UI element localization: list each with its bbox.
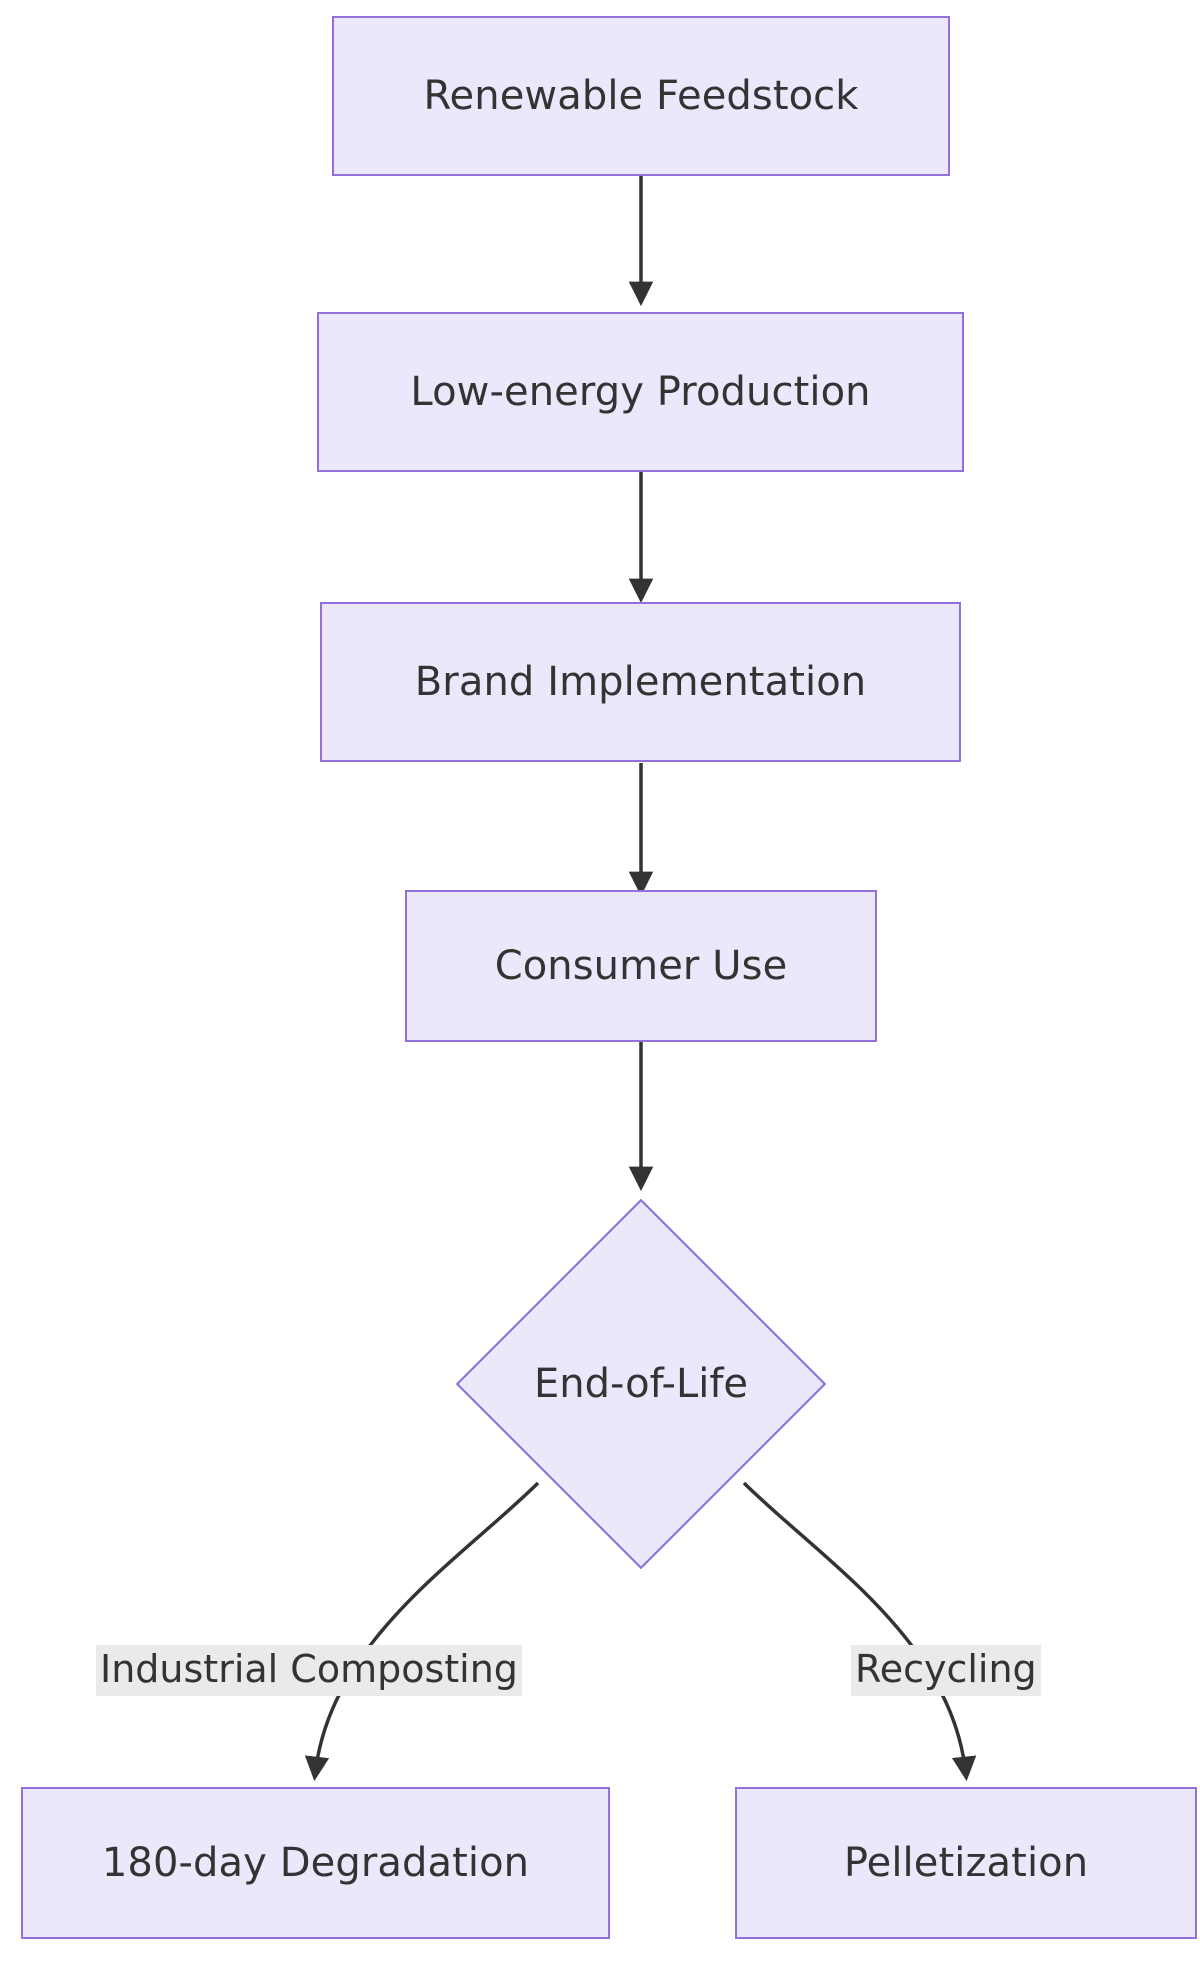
node-brand-implementation[interactable]: Brand Implementation bbox=[320, 602, 961, 762]
edge-eol-degradation bbox=[304, 1481, 540, 1782]
edge-label-recycling: Recycling bbox=[851, 1645, 1041, 1696]
edge-label-industrial-composting: Industrial Composting bbox=[96, 1645, 522, 1696]
edge-label-text: Recycling bbox=[855, 1647, 1037, 1691]
node-end-of-life-label: End-of-Life bbox=[451, 1334, 831, 1434]
node-label: End-of-Life bbox=[533, 1361, 749, 1407]
edge-eol-pelletize bbox=[742, 1481, 977, 1782]
node-low-energy-production[interactable]: Low-energy Production bbox=[317, 312, 964, 472]
node-renewable-feedstock[interactable]: Renewable Feedstock bbox=[332, 16, 950, 176]
node-label: 180-day Degradation bbox=[101, 1840, 530, 1886]
node-label: Brand Implementation bbox=[414, 659, 867, 705]
node-label: Low-energy Production bbox=[410, 369, 871, 415]
node-label: Pelletization bbox=[843, 1840, 1089, 1886]
edge-label-text: Industrial Composting bbox=[100, 1647, 518, 1691]
node-pelletization[interactable]: Pelletization bbox=[735, 1787, 1197, 1939]
node-consumer-use[interactable]: Consumer Use bbox=[405, 890, 877, 1042]
node-label: Renewable Feedstock bbox=[423, 73, 859, 119]
node-label: Consumer Use bbox=[494, 943, 788, 989]
node-180-day-degradation[interactable]: 180-day Degradation bbox=[21, 1787, 610, 1939]
